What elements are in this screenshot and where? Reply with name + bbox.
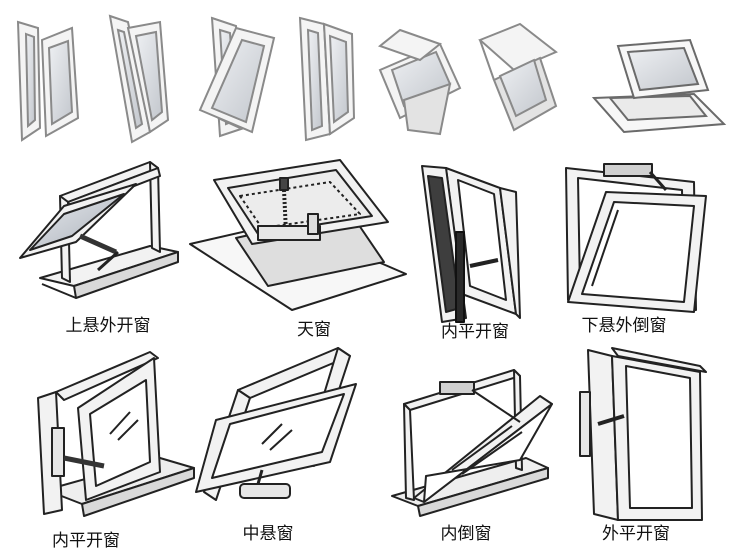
label-center-pivot: 中悬窗 — [242, 524, 294, 544]
label-inward-casement-b: 内平开窗 — [52, 531, 120, 551]
row1-window-5 — [377, 28, 462, 136]
row1-window-1 — [16, 20, 80, 142]
outward-casement-window — [579, 347, 707, 521]
inward-casement-window-b — [37, 351, 195, 517]
label-bottom-hung-out: 下悬外倒窗 — [581, 316, 667, 336]
skylight-window — [189, 159, 407, 311]
inward-casement-window-a — [421, 165, 521, 323]
top-hung-out-window — [19, 161, 179, 299]
label-inward-casement-a: 内平开窗 — [441, 322, 509, 342]
row1-window-4 — [298, 16, 356, 142]
label-inward-tilt: 内倒窗 — [440, 524, 492, 544]
label-skylight: 天窗 — [297, 320, 331, 340]
row1-window-6 — [478, 22, 558, 132]
row1-skylight-thumb — [591, 38, 727, 134]
inward-tilt-window — [391, 369, 553, 517]
row1-window-2 — [108, 14, 170, 144]
bottom-hung-out-window — [565, 163, 707, 313]
label-outward-casement: 外平开窗 — [602, 524, 670, 544]
row1-window-3 — [198, 16, 276, 138]
label-top-hung-out: 上悬外开窗 — [65, 316, 151, 336]
center-pivot-window — [195, 347, 357, 501]
